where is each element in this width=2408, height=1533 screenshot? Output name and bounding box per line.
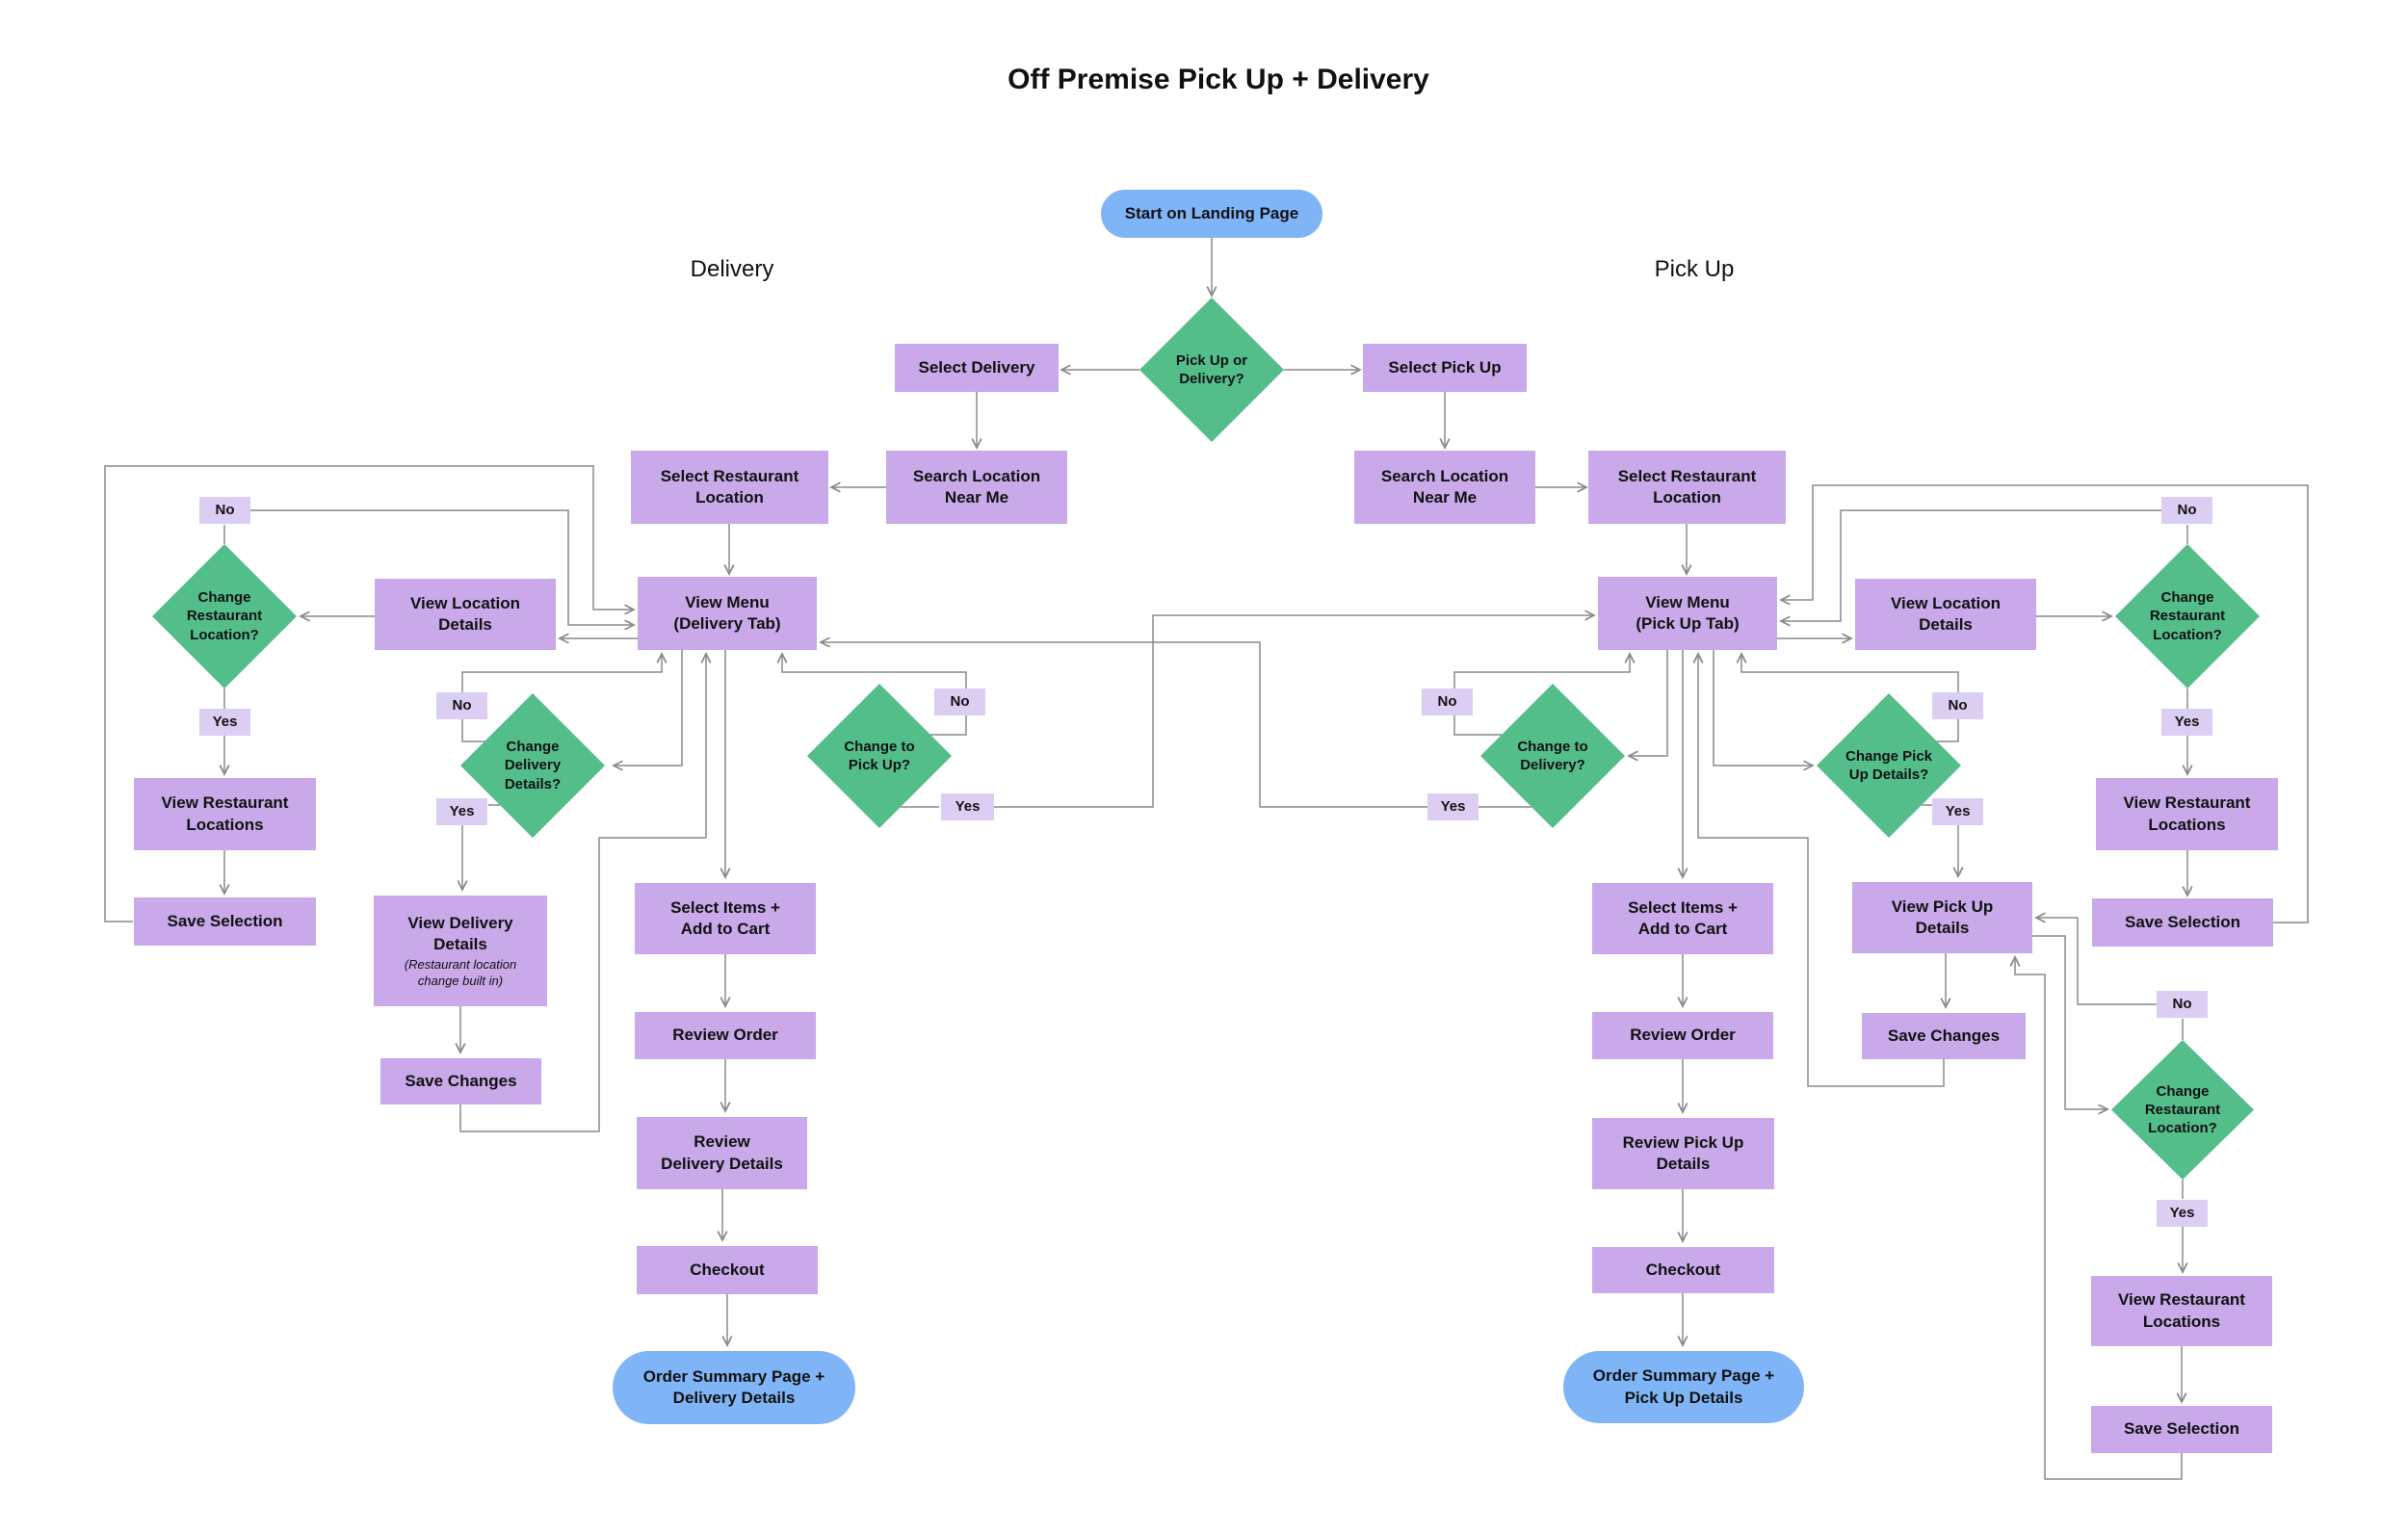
node-view-delivery-details: View Delivery Details (Restaurant locati… bbox=[374, 896, 547, 1006]
node-search-location-pickup: Search Location Near Me bbox=[1354, 451, 1535, 524]
node-start-landing-page: Start on Landing Page bbox=[1101, 190, 1322, 238]
node-review-order-pickup: Review Order bbox=[1592, 1012, 1773, 1059]
badge-no-change-pick-up-details: No bbox=[1932, 692, 1983, 719]
node-order-summary-delivery: Order Summary Page + Delivery Details bbox=[613, 1351, 855, 1424]
badge-no-change-to-pick-up: No bbox=[934, 689, 985, 715]
node-save-selection-pickup-2: Save Selection bbox=[2091, 1406, 2272, 1453]
badge-yes-change-restaurant-pickup: Yes bbox=[2161, 709, 2212, 736]
badge-yes-change-restaurant-pickup-2: Yes bbox=[2157, 1200, 2208, 1227]
node-view-restaurant-locations-pickup: View Restaurant Locations bbox=[2096, 778, 2278, 850]
node-view-restaurant-locations-pickup-2: View Restaurant Locations bbox=[2091, 1276, 2272, 1346]
badge-yes-change-pick-up-details: Yes bbox=[1932, 798, 1983, 825]
node-view-menu-pickup: View Menu (Pick Up Tab) bbox=[1598, 577, 1777, 650]
badge-yes-change-restaurant-delivery: Yes bbox=[199, 709, 250, 736]
badge-no-change-restaurant-pickup-2: No bbox=[2157, 991, 2208, 1018]
badge-yes-change-to-pick-up: Yes bbox=[941, 793, 994, 820]
node-order-summary-pickup: Order Summary Page + Pick Up Details bbox=[1563, 1351, 1804, 1423]
badge-no-change-delivery-details: No bbox=[436, 692, 487, 719]
badge-no-change-to-delivery: No bbox=[1422, 689, 1473, 715]
node-select-restaurant-delivery: Select Restaurant Location bbox=[631, 451, 828, 524]
node-save-selection-pickup: Save Selection bbox=[2092, 898, 2273, 947]
node-view-menu-delivery: View Menu (Delivery Tab) bbox=[638, 577, 817, 650]
node-review-delivery-details: Review Delivery Details bbox=[637, 1117, 807, 1189]
node-view-restaurant-locations-delivery: View Restaurant Locations bbox=[134, 778, 316, 850]
node-save-changes-delivery: Save Changes bbox=[380, 1058, 541, 1104]
node-search-location-delivery: Search Location Near Me bbox=[886, 451, 1067, 524]
lane-label-delivery: Delivery bbox=[690, 256, 774, 282]
node-select-items-delivery: Select Items + Add to Cart bbox=[635, 883, 816, 954]
node-save-changes-pickup: Save Changes bbox=[1862, 1013, 2026, 1059]
badge-no-change-restaurant-delivery: No bbox=[199, 497, 250, 524]
node-select-pick-up: Select Pick Up bbox=[1363, 344, 1527, 392]
view-delivery-details-note: (Restaurant location change built in) bbox=[404, 957, 517, 988]
node-select-restaurant-pickup: Select Restaurant Location bbox=[1588, 451, 1786, 524]
node-checkout-delivery: Checkout bbox=[637, 1246, 818, 1294]
node-view-location-details-delivery: View Location Details bbox=[375, 579, 556, 650]
node-select-items-pickup: Select Items + Add to Cart bbox=[1592, 883, 1773, 954]
node-view-location-details-pickup: View Location Details bbox=[1855, 579, 2036, 650]
diagram-title: Off Premise Pick Up + Delivery bbox=[1008, 64, 1429, 95]
badge-yes-change-to-delivery: Yes bbox=[1427, 793, 1479, 820]
node-review-pick-up-details: Review Pick Up Details bbox=[1592, 1118, 1774, 1189]
badge-no-change-restaurant-pickup: No bbox=[2161, 497, 2212, 524]
lane-label-pickup: Pick Up bbox=[1654, 256, 1735, 282]
node-select-delivery: Select Delivery bbox=[895, 344, 1059, 392]
node-save-selection-delivery: Save Selection bbox=[134, 897, 316, 946]
node-review-order-delivery: Review Order bbox=[635, 1012, 816, 1059]
node-view-pick-up-details: View Pick Up Details bbox=[1852, 882, 2032, 953]
node-checkout-pickup: Checkout bbox=[1592, 1247, 1774, 1293]
badge-yes-change-delivery-details: Yes bbox=[436, 798, 487, 825]
